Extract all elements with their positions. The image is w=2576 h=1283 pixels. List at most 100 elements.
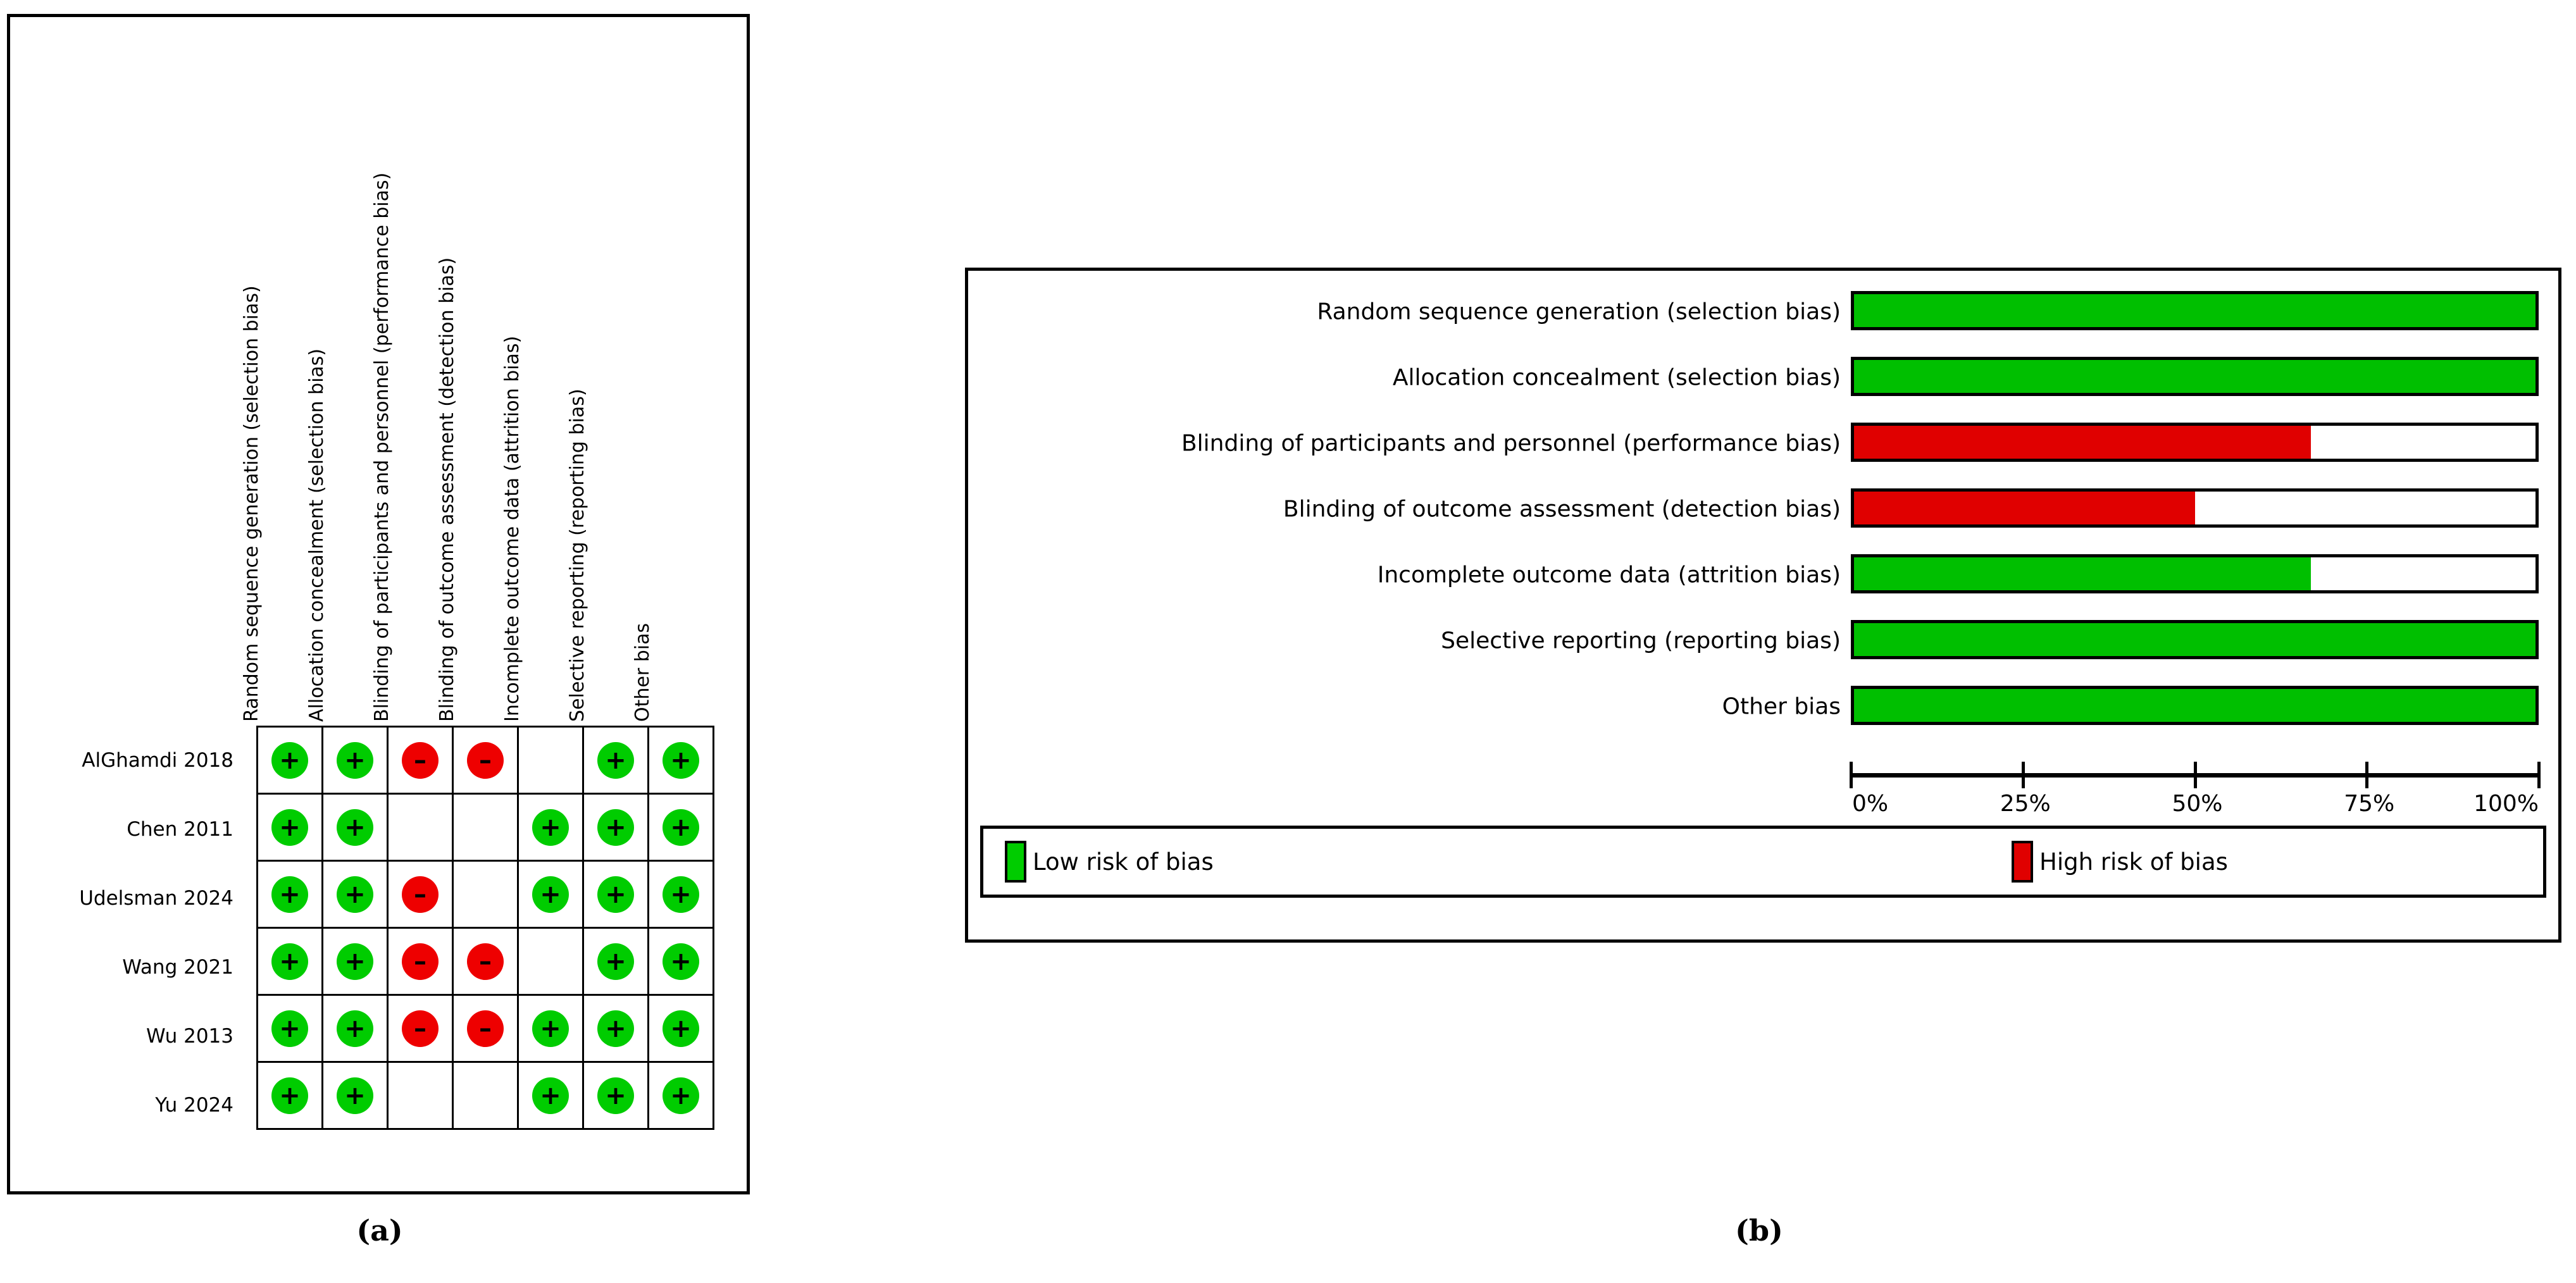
graph-row: Allocation concealment (selection bias): [968, 357, 2558, 399]
graph-row: Random sequence generation (selection bi…: [968, 291, 2558, 333]
graph-row: Blinding of outcome assessment (detectio…: [968, 488, 2558, 530]
matrix-cell: +: [647, 1061, 714, 1130]
matrix-cell: +: [517, 1061, 584, 1130]
x-axis-tick: [1850, 762, 1853, 788]
judgement-low-icon: +: [271, 1010, 308, 1047]
column-header-random-sequence-generation: Random sequence generation (selection bi…: [240, 285, 263, 722]
graph-row-label: Blinding of outcome assessment (detectio…: [1283, 496, 1841, 523]
graph-row-label: Random sequence generation (selection bi…: [1317, 299, 1841, 325]
matrix-cell: +: [517, 793, 584, 862]
judgement-low-icon: +: [663, 1010, 699, 1047]
study-label-alghamdi-2018: AlGhamdi 2018: [82, 748, 233, 772]
summary-row-labels: AlGhamdi 2018 Chen 2011 Udelsman 2024 Wa…: [10, 726, 247, 1139]
legend-label-high-risk: High risk of bias: [2039, 848, 2228, 876]
graph-bar-track: [1851, 620, 2539, 659]
graph-bar-fill-low: [1854, 360, 2536, 393]
judgement-low-icon: +: [337, 1010, 373, 1047]
panel-a-caption: (a): [356, 1213, 403, 1248]
judgement-low-icon: +: [663, 1077, 699, 1114]
x-axis-tick-label: 75%: [2344, 791, 2395, 817]
x-axis-tick-label: 0%: [1852, 791, 1889, 817]
matrix-cell: +: [582, 994, 649, 1063]
study-label-chen-2011: Chen 2011: [127, 817, 233, 841]
legend-entry-low-risk: Low risk of bias: [1005, 841, 1214, 883]
matrix-cell: +: [582, 726, 649, 795]
risk-of-bias-matrix: ++––+++++++++–+++++––++++––++++++++: [256, 726, 714, 1130]
column-header-other-bias: Other bias: [632, 623, 654, 722]
judgement-high-icon: –: [402, 943, 439, 980]
graph-bar-track: [1851, 686, 2539, 725]
column-header-blinding-outcome: Blinding of outcome assessment (detectio…: [436, 257, 458, 722]
matrix-cell: +: [256, 927, 323, 996]
judgement-low-icon: +: [271, 876, 308, 913]
matrix-cell: +: [647, 927, 714, 996]
matrix-cell: [387, 1061, 454, 1130]
table-row: + + + + +: [256, 793, 714, 862]
graph-bar-fill-low: [1854, 294, 2536, 327]
legend: Low risk of bias High risk of bias: [980, 826, 2546, 898]
risk-of-bias-summary-panel: Random sequence generation (selection bi…: [7, 14, 750, 1194]
panel-b-caption: (b): [1735, 1213, 1783, 1248]
matrix-cell: +: [256, 860, 323, 929]
matrix-cell: –: [387, 994, 454, 1063]
matrix-cell: +: [517, 860, 584, 929]
graph-row: Other bias: [968, 686, 2558, 728]
matrix-cell: [517, 726, 584, 795]
graph-row: Selective reporting (reporting bias): [968, 620, 2558, 662]
risk-of-bias-graph-panel: Random sequence generation (selection bi…: [965, 268, 2561, 943]
table-row: +++++: [256, 1061, 714, 1130]
matrix-cell: [452, 860, 519, 929]
judgement-low-icon: +: [271, 809, 308, 846]
judgement-high-icon: –: [467, 741, 504, 779]
judgement-low-icon: +: [271, 943, 308, 980]
matrix-cell: [387, 793, 454, 862]
x-axis-tick-label: 25%: [2000, 791, 2051, 817]
matrix-cell: +: [647, 726, 714, 795]
risk-of-bias-graph: Random sequence generation (selection bi…: [968, 271, 2558, 796]
matrix-cell: +: [647, 860, 714, 929]
matrix-cell: +: [256, 994, 323, 1063]
matrix-cell: [517, 927, 584, 996]
judgement-low-icon: +: [271, 1077, 308, 1114]
legend-swatch-low-risk-icon: [1005, 841, 1026, 883]
graph-bar-track: [1851, 554, 2539, 593]
matrix-cell: –: [452, 927, 519, 996]
judgement-low-icon: +: [337, 876, 373, 913]
x-axis-tick-label: 100%: [2473, 791, 2539, 817]
graph-bar-track: [1851, 488, 2539, 528]
matrix-cell: +: [647, 994, 714, 1063]
judgement-low-icon: +: [271, 741, 308, 779]
matrix-cell: +: [321, 927, 389, 996]
judgement-high-icon: –: [402, 1010, 439, 1047]
study-label-yu-2024: Yu 2024: [155, 1093, 233, 1117]
legend-label-low-risk: Low risk of bias: [1033, 848, 1214, 876]
matrix-cell: +: [256, 1061, 323, 1130]
matrix-cell: –: [387, 726, 454, 795]
judgement-low-icon: +: [597, 809, 634, 846]
graph-bar-fill-high: [1854, 426, 2311, 459]
x-axis-tick: [2193, 762, 2197, 788]
matrix-cell: +: [582, 1061, 649, 1130]
graph-bar-track: [1851, 357, 2539, 396]
matrix-cell: +: [647, 793, 714, 862]
matrix-cell: +: [321, 994, 389, 1063]
judgement-high-icon: –: [402, 876, 439, 913]
judgement-low-icon: +: [597, 741, 634, 779]
table-row: ++––++: [256, 927, 714, 996]
table-row: ++––+++: [256, 994, 714, 1063]
summary-column-headers: Random sequence generation (selection bi…: [240, 17, 747, 726]
judgement-high-icon: –: [467, 943, 504, 980]
judgement-low-icon: +: [532, 809, 569, 846]
judgement-low-icon: +: [532, 876, 569, 913]
x-axis-tick: [2021, 762, 2025, 788]
matrix-cell: –: [452, 994, 519, 1063]
legend-swatch-high-risk-icon: [2012, 841, 2033, 883]
judgement-low-icon: +: [663, 876, 699, 913]
judgement-low-icon: +: [663, 741, 699, 779]
judgement-high-icon: –: [402, 741, 439, 779]
graph-bar-fill-high: [1854, 492, 2195, 524]
study-label-wang-2021: Wang 2021: [122, 955, 233, 979]
graph-row: Blinding of participants and personnel (…: [968, 423, 2558, 464]
judgement-low-icon: +: [663, 943, 699, 980]
judgement-low-icon: +: [337, 809, 373, 846]
